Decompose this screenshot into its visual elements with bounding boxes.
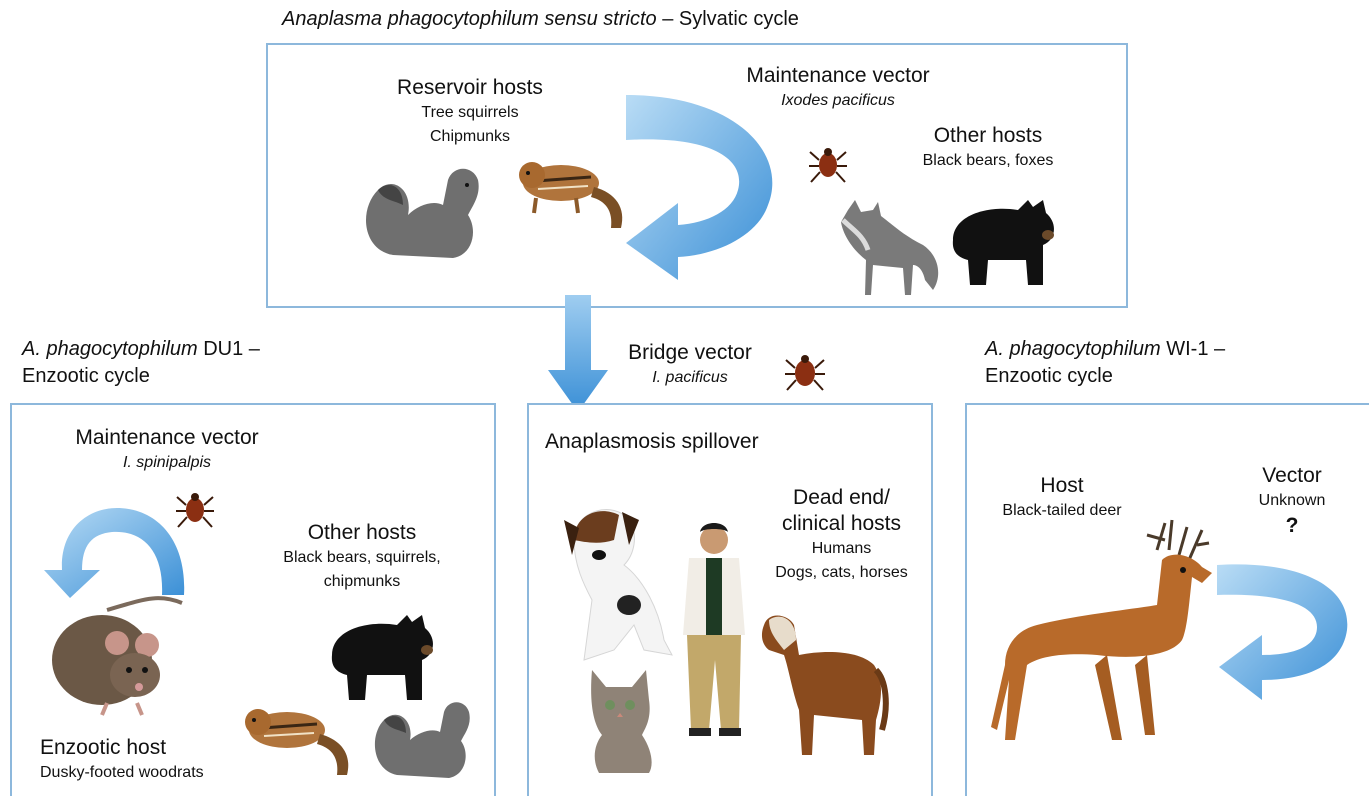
dead-end-hosts-label: Dead end/ clinical hosts Humans Dogs, ca… [749,485,934,585]
bridge-tick-icon [785,348,825,398]
dead-end-animals: Dogs, cats, horses [749,561,934,585]
black-bear-icon [948,195,1063,290]
wi1-vector-heading: Vector [1237,463,1347,489]
du1-other-hosts-label: Other hosts Black bears, squirrels, chip… [242,520,482,594]
du1-other-line1: Black bears, squirrels, [242,546,482,570]
sylvatic-cycle-title: Anaplasma phagocytophilum sensu stricto … [282,8,799,31]
gray-squirrel-icon [363,160,503,265]
title-species: Anaplasma phagocytophilum sensu stricto [282,8,657,30]
horse-icon [754,610,889,760]
dead-end-humans: Humans [749,537,934,561]
other-hosts-list: Black bears, foxes [883,149,1093,173]
wi1-vector-question: ? [1237,513,1347,539]
du1-black-bear-icon [327,610,442,705]
du1-vector-heading: Maintenance vector [52,425,282,451]
tick-icon [808,140,848,190]
sylvatic-cycle-panel: Reservoir hosts Tree squirrels Chipmunks… [266,43,1128,308]
other-hosts-heading: Other hosts [883,123,1093,149]
dead-end-line2: clinical hosts [749,511,934,537]
du1-cycle-title: A. phagocytophilum DU1 – Enzootic cycle [22,336,260,390]
wi1-vector-name: Unknown [1237,489,1347,513]
du1-cycle-arrow-icon [42,500,192,600]
cycle-arrow-icon [618,85,788,285]
title-cycle: – Sylvatic cycle [657,8,799,30]
du1-title-strain: DU1 – [198,338,260,360]
spillover-arrow-icon [548,295,608,415]
du1-other-heading: Other hosts [242,520,482,546]
wi1-cycle-panel: Host Black-tailed deer Vector Unknown ? [965,403,1369,796]
du1-other-line2: chipmunks [242,570,482,594]
chipmunk-icon [516,153,631,233]
du1-vector-label: Maintenance vector I. spinipalpis [52,425,282,475]
du1-title-cycle: Enzootic cycle [22,365,150,387]
other-hosts-label: Other hosts Black bears, foxes [883,123,1093,173]
du1-cycle-panel: Maintenance vector I. spinipalpis Other … [10,403,496,796]
bridge-heading: Bridge vector [600,340,780,366]
enzootic-host-heading: Enzootic host [40,735,204,761]
bridge-vector-label: Bridge vector I. pacificus [600,340,780,390]
du1-title-species: A. phagocytophilum [22,338,198,360]
human-icon [669,520,759,745]
reservoir-heading: Reservoir hosts [370,75,570,101]
reservoir-chipmunks: Chipmunks [370,125,570,149]
reservoir-hosts-label: Reservoir hosts Tree squirrels Chipmunks [370,75,570,149]
wi1-vector-label: Vector Unknown ? [1237,463,1347,539]
wi1-cycle-arrow-icon [1217,555,1352,705]
dead-end-line1: Dead end/ [749,485,934,511]
enzootic-host-label: Enzootic host Dusky-footed woodrats [40,735,204,785]
dog-icon [544,500,679,665]
wi1-cycle-title: A. phagocytophilum WI-1 – Enzootic cycle [985,336,1225,390]
cat-icon [584,665,659,775]
enzootic-host-name: Dusky-footed woodrats [40,761,204,785]
reservoir-tree-squirrels: Tree squirrels [370,101,570,125]
gray-fox-icon [833,200,943,300]
spillover-panel: Anaplasmosis spillover Dead end/ clinica… [527,403,933,796]
du1-chipmunk-icon [242,700,357,780]
wi1-title-species: A. phagocytophilum [985,338,1161,360]
woodrat-icon [47,595,197,720]
bridge-name: I. pacificus [600,366,780,390]
black-tailed-deer-icon [997,515,1227,745]
spillover-heading: Anaplasmosis spillover [545,429,759,455]
du1-vector-name: I. spinipalpis [52,451,282,475]
du1-gray-squirrel-icon [372,695,492,780]
wi1-host-heading: Host [977,473,1147,499]
wi1-title-cycle: Enzootic cycle [985,365,1113,387]
wi1-title-strain: WI-1 – [1161,338,1225,360]
